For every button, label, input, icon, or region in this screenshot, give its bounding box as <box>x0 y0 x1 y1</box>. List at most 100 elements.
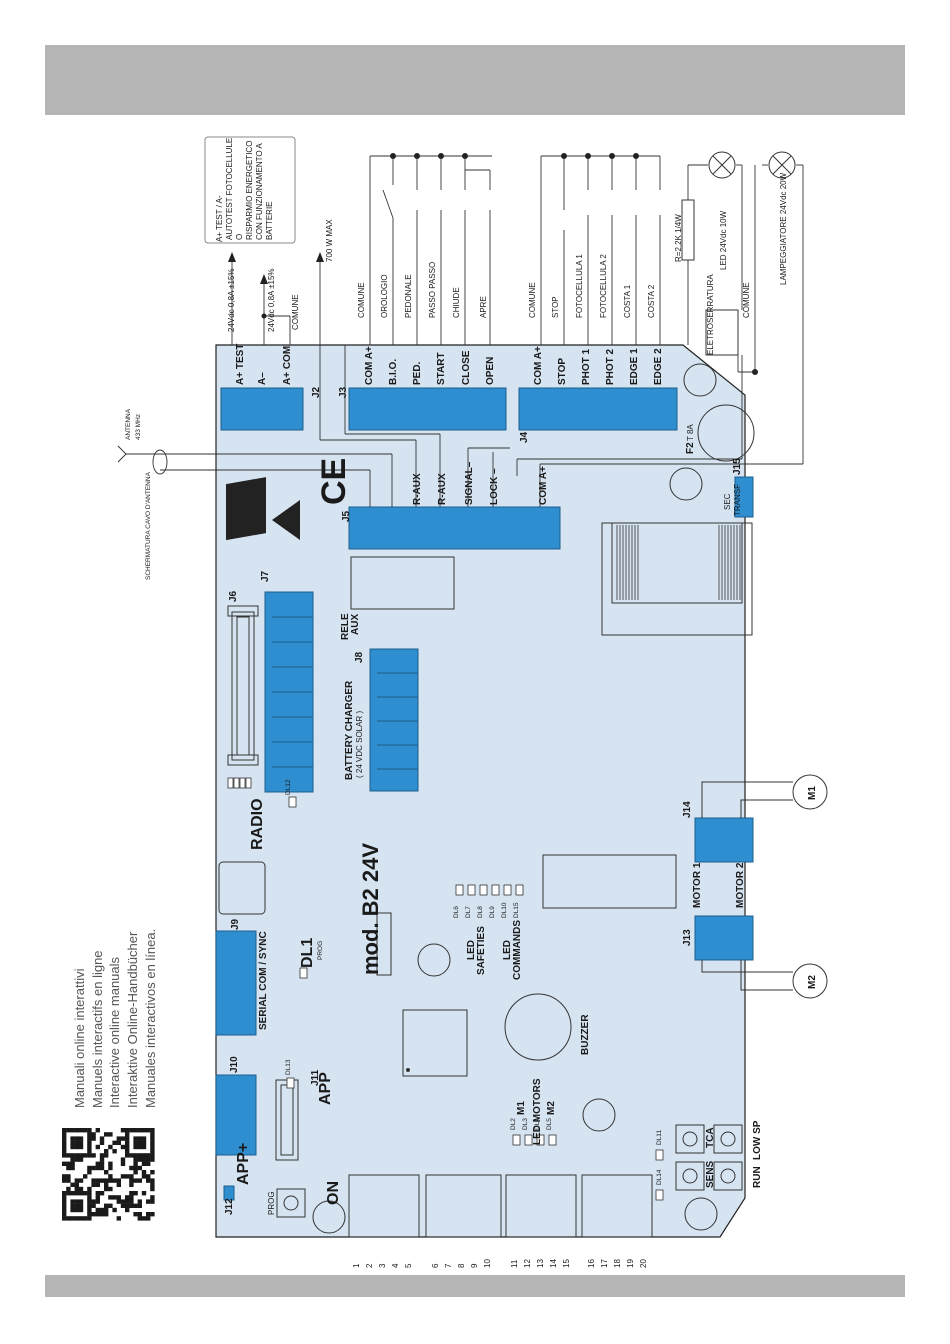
manual-link-text: Manuali online interattivi <box>72 968 87 1108</box>
led-lamp <box>708 151 736 179</box>
connector-j9-label: J9 <box>230 918 241 930</box>
led-safeties-label: SAFETIES <box>476 926 487 975</box>
terminal-number-label: 20 <box>639 1259 648 1268</box>
j4-pin-label: EDGE 1 <box>629 348 640 385</box>
terminal-number-label: 1 <box>352 1263 361 1268</box>
j4-wire-label: FOTOCELLULA 2 <box>599 254 608 318</box>
j4-wire-label: FOTOCELLULA 1 <box>575 254 584 318</box>
terminal-block-2 <box>425 1174 502 1238</box>
led-indicator <box>655 1189 664 1201</box>
dl-label: DL3 <box>522 1118 529 1130</box>
m2-label: M2 <box>546 1101 557 1115</box>
antenna-freq-label: 433 MHz <box>135 414 142 440</box>
tca-trimmer[interactable] <box>675 1124 705 1154</box>
led-indicator <box>479 884 488 896</box>
connector-j12-label: J12 <box>224 1198 235 1215</box>
j5-pin-label: LOCK – <box>489 468 500 505</box>
comune-label: COMUNE <box>742 282 751 318</box>
terminal-number-label: 19 <box>626 1259 635 1268</box>
fuse-f2-label: F2 <box>685 442 696 454</box>
chip-main <box>402 1009 468 1077</box>
electric-lock <box>705 309 739 356</box>
antenna-shield-label: SCHERMATURA CAVO D'ANTENNA <box>145 471 152 580</box>
mounting-hole <box>683 363 717 397</box>
run-label: RUN <box>752 1166 763 1188</box>
connector-j4-label: J4 <box>519 431 530 443</box>
j3-wire-label: PASSO PASSO <box>428 262 437 318</box>
electric-lock-label: ELETROSERRATURA <box>706 274 715 355</box>
resistor-label: R=2,2K 1/4W <box>674 214 683 262</box>
dl-label: DL11 <box>656 1130 663 1145</box>
terminal-block-4 <box>581 1174 653 1238</box>
j5-pin-label: COM A+ <box>538 466 549 505</box>
motor-m1-label: M1 <box>807 786 818 800</box>
footer-bar <box>45 1275 905 1297</box>
j4-wire-label: COMUNE <box>528 282 537 318</box>
flasher-label: LAMPEGGIATORE 24Vdc 20W <box>779 172 788 285</box>
dl-label: DL13 <box>285 1059 292 1075</box>
rele-label: RELE <box>340 613 351 640</box>
dl-label: DL2 <box>510 1118 517 1130</box>
led-indicator <box>655 1149 664 1161</box>
autotest-line: BATTERIE <box>265 201 274 240</box>
led-indicator <box>299 967 308 979</box>
prog-button[interactable] <box>276 1188 306 1218</box>
led-indicator <box>515 884 524 896</box>
j2-pin-label: A– <box>257 372 268 385</box>
connector-j14-block <box>694 817 754 863</box>
dl-label: DL7 <box>465 906 472 918</box>
motor2-label: MOTOR 2 <box>735 862 746 908</box>
connector-j3-block <box>348 387 507 431</box>
dl1-prog-label: PROG <box>317 941 324 960</box>
j5-pin-label: R-AUX <box>437 473 448 505</box>
led-indicator <box>524 1134 533 1146</box>
connector-j5-label: J5 <box>341 510 352 522</box>
j3-pin-label: START <box>436 352 447 385</box>
led-indicator <box>455 884 464 896</box>
buzzer <box>504 993 572 1061</box>
connector-j2-block <box>220 387 304 431</box>
sens-trimmer[interactable] <box>675 1161 705 1191</box>
led-safeties-label: LED <box>466 940 477 960</box>
connector-j5-block <box>348 506 561 550</box>
connector-j15-block <box>734 476 754 518</box>
prog-label: PROG <box>267 1191 276 1215</box>
terminal-number-label: 17 <box>600 1259 609 1268</box>
j3-pin-label: PED. <box>412 361 423 385</box>
dl-label: DL8 <box>477 906 484 918</box>
max-700w-label: 700 W MAX <box>325 219 334 262</box>
low-sp-trimmer[interactable] <box>713 1124 743 1154</box>
connector-j3-label: J3 <box>338 386 349 398</box>
terminal-number-label: 4 <box>391 1263 400 1268</box>
autotest-line: CON FUNZIONAMENTO A <box>255 143 264 240</box>
connector-j14-label: J14 <box>682 801 693 818</box>
comune-label: COMUNE <box>291 294 300 330</box>
connector-j4-block <box>518 387 678 431</box>
j2-pin-label: A+ COM <box>282 346 293 385</box>
j3-wire-label: APRE <box>479 296 488 318</box>
connector-j13-label: J13 <box>682 929 693 946</box>
j4-wire-label: STOP <box>551 296 560 318</box>
flasher-lamp <box>768 151 796 179</box>
header-bar <box>45 45 905 115</box>
run-trimmer[interactable] <box>713 1161 743 1191</box>
rele-aux <box>350 556 455 610</box>
dl-label: DL10 <box>501 902 508 918</box>
j4-wire-label: COSTA 2 <box>647 284 656 318</box>
model-label: mod. B2 24V <box>358 843 383 975</box>
terminal-number-label: 10 <box>483 1259 492 1268</box>
connector-j10-block <box>215 1074 257 1156</box>
j2-pin-label: A+ TEST <box>235 344 246 385</box>
j3-wire-label: OROLOGIO <box>380 274 389 318</box>
terminal-number-label: 7 <box>444 1263 453 1268</box>
dl-label: DL6 <box>453 906 460 918</box>
j3-wire-label: CHIUDE <box>452 287 461 318</box>
connector-j8-block <box>369 648 419 792</box>
terminal-number-label: 18 <box>613 1259 622 1268</box>
terminal-block-3 <box>505 1174 577 1238</box>
connector-j12-block <box>223 1185 235 1201</box>
sec-transf-label: TRANSF <box>733 484 742 516</box>
j3-wire-label: COMUNE <box>357 282 366 318</box>
motor-m2-label: M2 <box>807 975 818 989</box>
